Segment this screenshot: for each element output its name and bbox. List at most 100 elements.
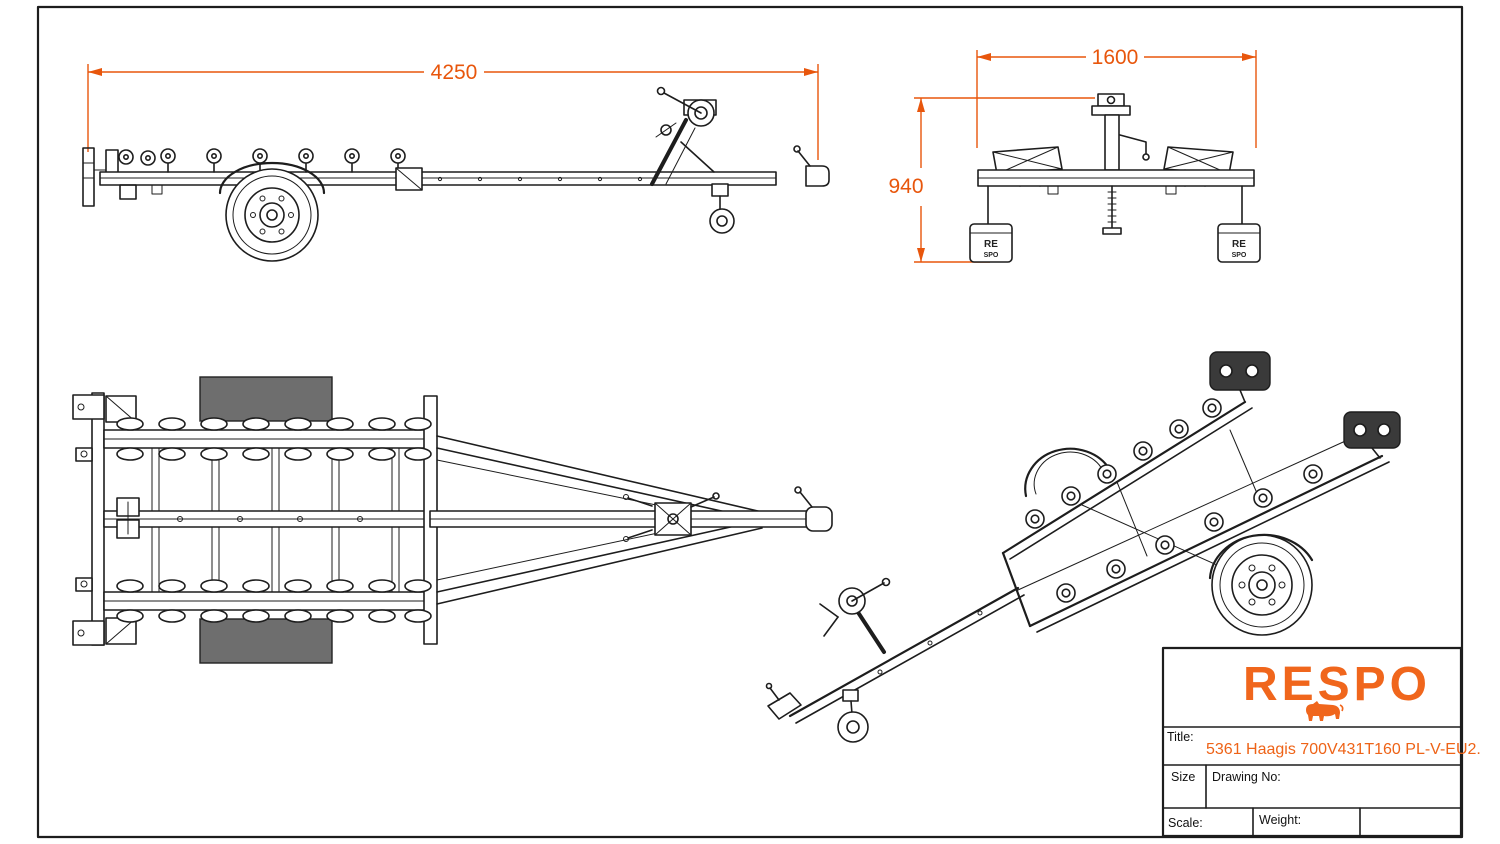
roller (200, 609, 228, 623)
bunk-board-bottom (199, 618, 333, 664)
title-block: RESPO Title: 5361 Haagis 700V431T160 PL-… (1161, 646, 1481, 838)
hitch-plan (794, 486, 833, 532)
left-mast (105, 149, 156, 185)
fender-left-text-1: RE (984, 239, 998, 250)
roller (1253, 488, 1273, 508)
iso-fender-near (1208, 533, 1314, 580)
iso-rear-cluster-near (1343, 411, 1401, 459)
size-label: Size (1171, 770, 1195, 784)
roller (200, 447, 228, 461)
roller (158, 579, 186, 593)
rear-view: 1600 940 (888, 46, 1261, 263)
roller (116, 609, 144, 623)
iso-drawbar (788, 586, 1025, 724)
roller (1097, 464, 1117, 484)
scale-label: Scale: (1168, 816, 1203, 830)
roller (284, 579, 312, 593)
rear-crossmember (72, 392, 137, 646)
iso-fender-far (1024, 447, 1112, 498)
fender-right-text-2: SPO (1232, 252, 1247, 259)
dim-side-length-value: 4250 (431, 61, 478, 84)
dimension-side-length: 4250 (87, 61, 819, 160)
roller (1056, 583, 1076, 603)
wheel (218, 161, 326, 262)
crossmembers (151, 447, 400, 593)
arrowhead-right (1242, 53, 1256, 61)
roller (1202, 398, 1222, 418)
screw-jack (1102, 185, 1122, 235)
roller (1155, 535, 1175, 555)
roller (368, 609, 396, 623)
center-mast (1091, 93, 1150, 171)
roller (1204, 512, 1224, 532)
roller (1106, 559, 1126, 579)
roller (344, 148, 360, 173)
roller (252, 148, 268, 173)
roller (158, 417, 186, 431)
roller (368, 417, 396, 431)
iso-rear-cluster-far (1209, 351, 1271, 403)
weight-label: Weight: (1259, 813, 1301, 827)
roller (284, 609, 312, 623)
roller (1169, 419, 1189, 439)
roller (1303, 464, 1323, 484)
roller (158, 609, 186, 623)
iso-winch (819, 577, 891, 654)
roller (116, 579, 144, 593)
arrowhead-left (88, 68, 102, 76)
isometric-view (765, 351, 1401, 743)
jockey-wheel (709, 183, 735, 234)
fender-right: RE SPO (1217, 223, 1261, 263)
dimension-rear-height: 940 (888, 97, 1095, 263)
roller (1025, 509, 1045, 529)
roller (326, 609, 354, 623)
brand-logo: RESPO (1243, 658, 1431, 721)
roller (242, 447, 270, 461)
fender-left: RE SPO (969, 223, 1013, 263)
roller (368, 579, 396, 593)
sheet-border (36, 5, 1464, 839)
brand-logo-text: RESPO (1243, 658, 1431, 711)
roller (404, 579, 432, 593)
light-board (82, 147, 107, 207)
arrowhead-right (804, 68, 818, 76)
dimension-rear-width: 1600 (976, 46, 1257, 148)
frame-rails (103, 395, 438, 645)
rear-beam (977, 169, 1255, 195)
bunk-left (992, 146, 1063, 187)
roller (242, 609, 270, 623)
arrowhead-bottom (917, 248, 925, 262)
fender (218, 161, 326, 195)
roller (200, 579, 228, 593)
roller (116, 447, 144, 461)
title-label: Title: (1167, 730, 1194, 744)
title-value: 5361 Haagis 700V431T160 PL-V-EU2. (1206, 741, 1481, 758)
fender-right-text-1: RE (1232, 239, 1246, 250)
winch-post (650, 86, 717, 186)
bunk-board-top (199, 376, 333, 422)
roller (160, 148, 176, 173)
top-view (72, 376, 833, 664)
roller (206, 148, 222, 173)
roller (368, 447, 396, 461)
roller (404, 417, 432, 431)
roller (158, 447, 186, 461)
roller (1133, 441, 1153, 461)
roller (404, 609, 432, 623)
fender-left-text-2: SPO (984, 252, 999, 259)
roller (284, 447, 312, 461)
roller (404, 447, 432, 461)
roller (326, 417, 354, 431)
drawbar (429, 435, 809, 605)
side-guide-box (116, 497, 140, 539)
winch-handle (656, 86, 666, 96)
roller (284, 417, 312, 431)
crank-handle (1142, 153, 1150, 161)
roller (200, 417, 228, 431)
bull-icon (1306, 701, 1344, 721)
iso-hitch (765, 682, 802, 720)
drawing-no-label: Drawing No: (1212, 770, 1281, 784)
roller (326, 579, 354, 593)
